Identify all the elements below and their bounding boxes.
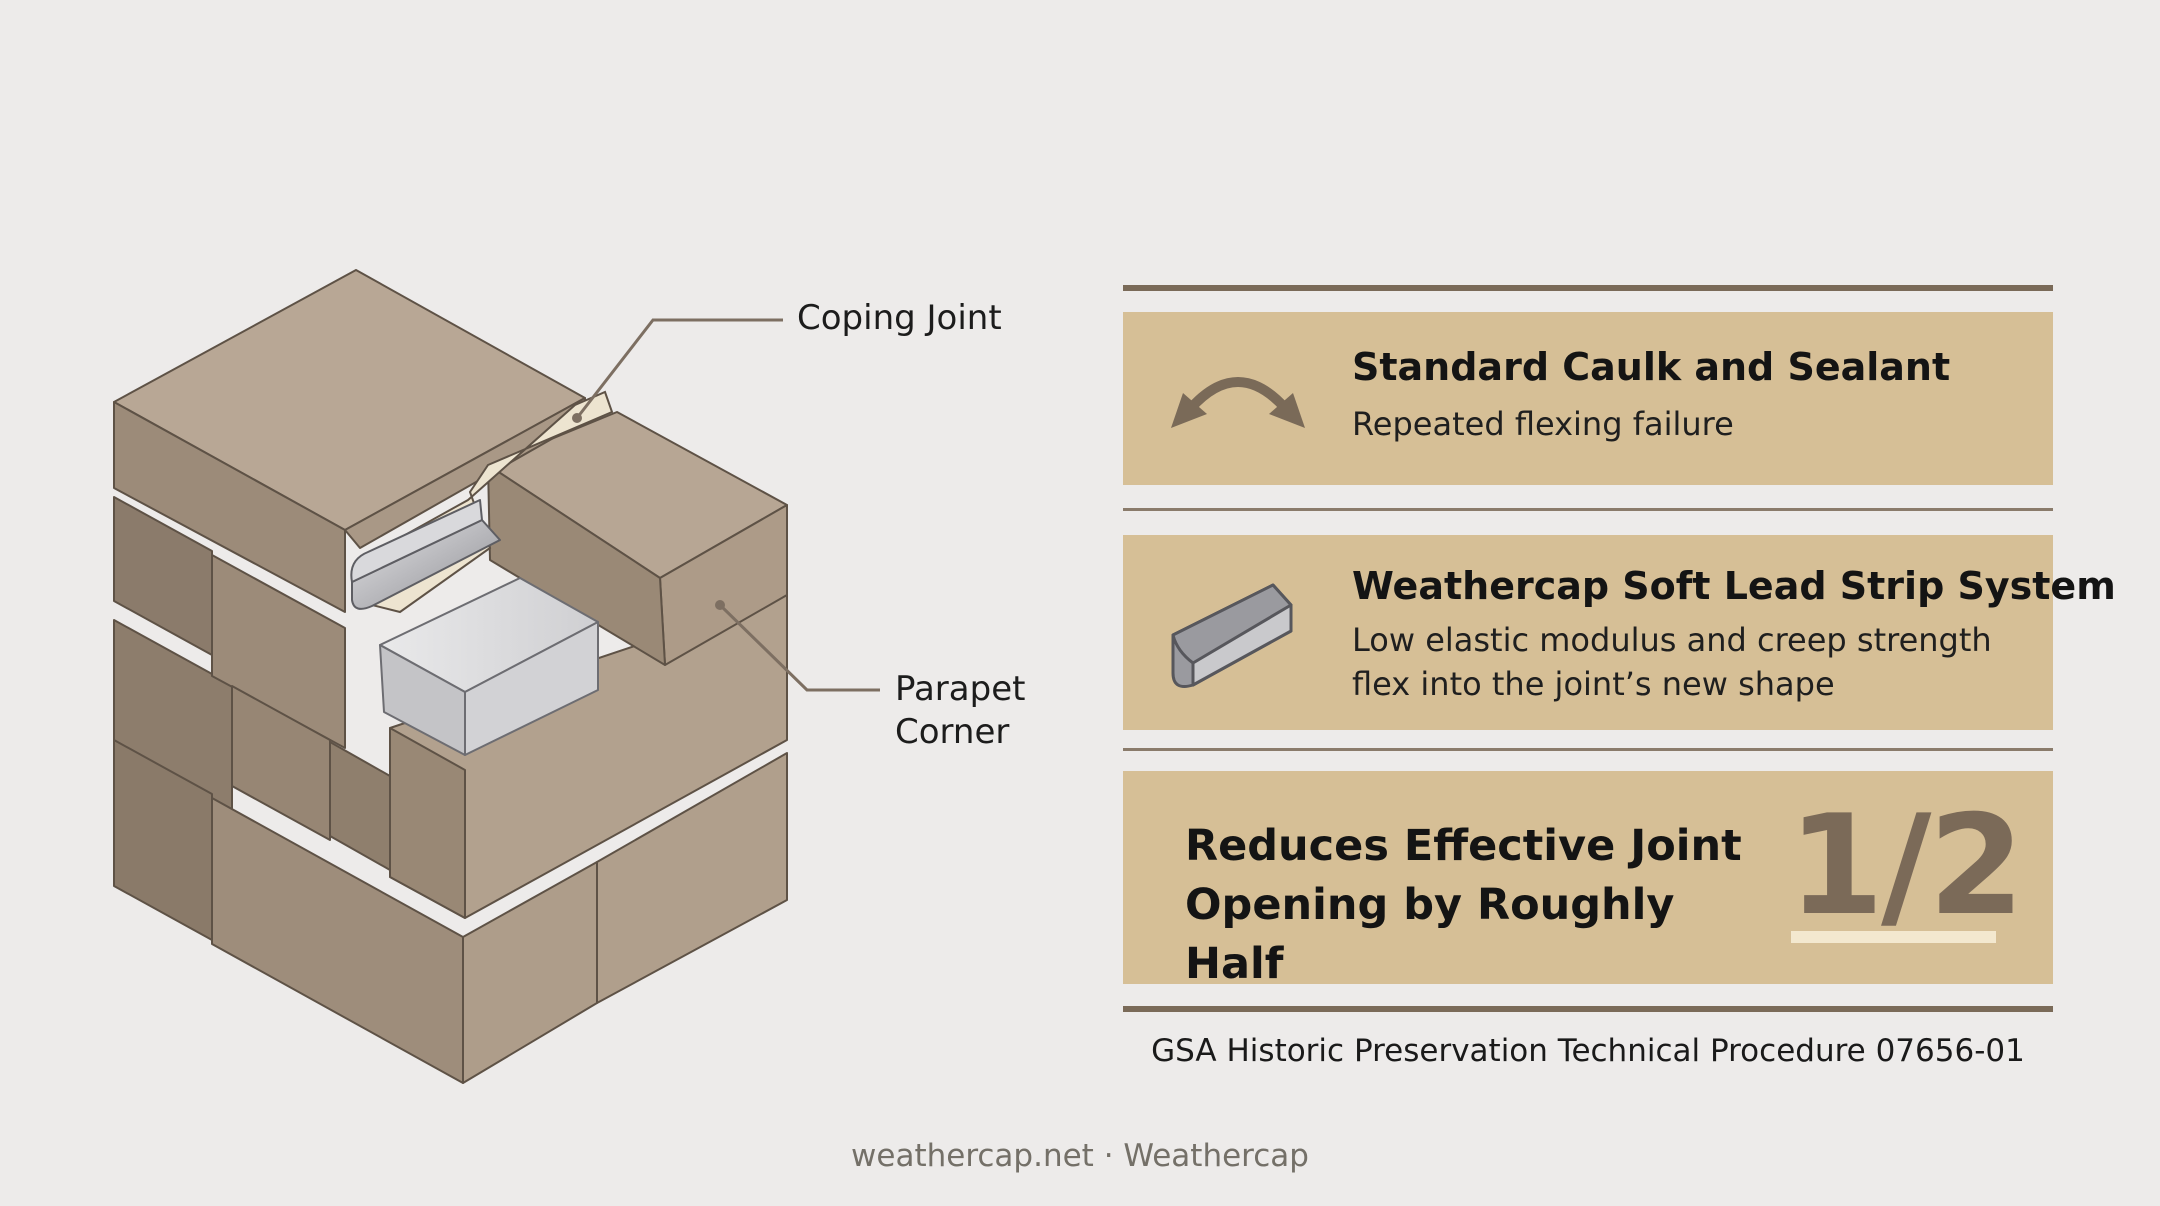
parapet-corner-anchor-dot xyxy=(715,600,725,610)
divider-rule-2 xyxy=(1123,748,2053,751)
lead-strip-subtitle-line-2: flex into the joint’s new shape xyxy=(1352,665,1835,703)
brick-face-f xyxy=(596,752,788,1004)
brick-face-b xyxy=(231,685,331,841)
parapet-corner-leader xyxy=(718,603,880,692)
brick-face-c xyxy=(329,741,391,871)
lead-strip xyxy=(350,499,501,610)
bottom-rule xyxy=(1123,1006,2053,1012)
brick-face-a xyxy=(211,554,346,749)
half-fraction: 1/2 xyxy=(1788,785,2024,946)
lead-strip-subtitle-line-1: Low elastic modulus and creep strength xyxy=(1352,621,1992,659)
coping-joint-leader xyxy=(575,318,783,419)
leader-lines xyxy=(575,318,880,692)
lead-strip-panel: Weathercap Soft Lead Strip System Low el… xyxy=(1123,535,2116,730)
left-coping-side xyxy=(113,401,346,613)
reduction-panel: Reduces Effective Joint Opening by Rough… xyxy=(1123,771,2053,989)
flex-arrows-icon xyxy=(1171,377,1305,428)
fraction-underline xyxy=(1791,931,1996,943)
masonry-block xyxy=(113,269,788,1084)
caulk-title: Standard Caulk and Sealant xyxy=(1352,345,1951,389)
lead-strip-title: Weathercap Soft Lead Strip System xyxy=(1352,564,2116,608)
divider-rule-1 xyxy=(1123,508,2053,511)
top-rule xyxy=(1123,285,2053,291)
footer-credit: weathercap.net · Weathercap xyxy=(851,1138,1309,1174)
reduction-claim: Reduces Effective Joint Opening by Rough… xyxy=(1185,821,1742,989)
parapet-corner-label: Parapet Corner xyxy=(895,669,1026,752)
coping-joint-label: Coping Joint xyxy=(797,298,1002,338)
grey-block xyxy=(379,577,599,756)
brick-face-h xyxy=(389,727,466,919)
caulk-panel: Standard Caulk and Sealant Repeated flex… xyxy=(1123,312,2053,485)
caulk-subtitle: Repeated flexing failure xyxy=(1352,405,1734,443)
lead-strip-icon xyxy=(1171,583,1293,688)
coping-joint-anchor-dot xyxy=(572,413,582,423)
source-citation: GSA Historic Preservation Technical Proc… xyxy=(1151,1033,2025,1069)
